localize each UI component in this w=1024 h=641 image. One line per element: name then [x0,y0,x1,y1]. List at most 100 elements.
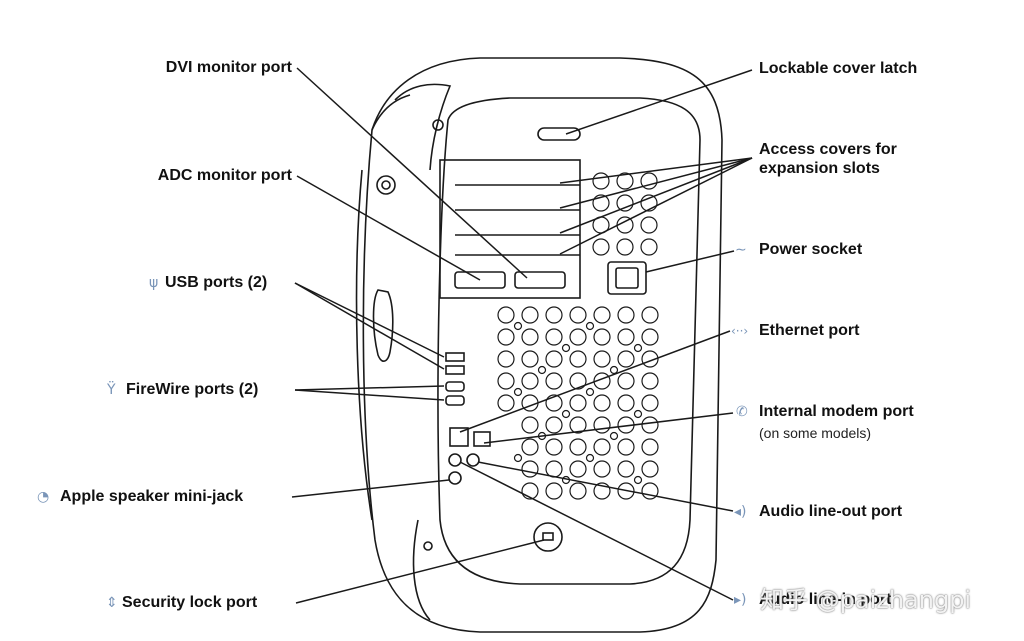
vent-hole [537,365,547,375]
vent-hole [497,394,515,412]
usb-port-1 [445,352,465,362]
vent-hole [593,372,611,390]
vent-hole [545,306,563,324]
access-covers-label-line1: Access covers for [759,141,897,158]
firewire-port-1 [445,381,465,392]
lockable-cover-latch-label: Lockable cover latch [759,60,918,77]
vent-hole [545,350,563,368]
vent-hole [593,438,611,456]
power-socket-body [607,261,647,295]
vent-hole [593,460,611,478]
vent-hole [640,194,658,212]
vent-hole [641,438,659,456]
vent-hole [593,306,611,324]
phone-icon: ✆ [736,404,748,420]
vent-hole [633,409,643,419]
ventilation-holes [497,172,659,500]
vent-hole [545,482,563,500]
vent-hole [641,328,659,346]
vent-hole [593,394,611,412]
vent-hole [593,482,611,500]
expansion-slot-area [439,159,581,299]
vent-hole [617,328,635,346]
vent-hole [585,321,595,331]
vent-hole [569,328,587,346]
vent-hole [593,350,611,368]
vent-hole [585,453,595,463]
firewire-icon: Ÿ [107,382,116,398]
vent-hole [569,394,587,412]
lock-icon: ⇕ [106,595,118,611]
vent-hole [545,372,563,390]
vent-hole [641,394,659,412]
usb-ports-label: USB ports (2) [165,274,268,291]
power-icon: ∼ [735,242,747,258]
usb-icon: ψ [149,275,159,291]
vent-hole [569,460,587,478]
vent-hole [545,394,563,412]
ethernet-jack [449,427,469,447]
vent-hole [592,194,610,212]
firewire-ports-label: FireWire ports (2) [126,381,259,398]
cover-latch [537,127,581,141]
vent-hole [545,328,563,346]
vent-hole [569,482,587,500]
vent-hole [545,416,563,434]
vent-hole [593,328,611,346]
vent-hole [513,453,523,463]
vent-hole [521,416,539,434]
access-covers-label-line2: expansion slots [759,160,880,177]
vent-hole [521,350,539,368]
modem-jack [473,431,491,447]
vent-hole [641,306,659,324]
vent-hole [641,482,659,500]
adc-monitor-port-label: ADC monitor port [157,167,292,184]
back-panel [437,97,701,585]
vent-hole [609,431,619,441]
vent-hole [521,438,539,456]
adc-port [454,271,506,289]
vent-hole [617,460,635,478]
vent-hole [617,394,635,412]
audio-line-out-port-label: Audio line-out port [759,503,903,520]
speaker-jack [448,471,462,485]
vent-hole [641,372,659,390]
vent-hole [641,460,659,478]
vent-hole [561,343,571,353]
left-handle [394,83,452,171]
vent-hole [641,416,659,434]
vent-hole [616,238,634,256]
vent-hole [633,343,643,353]
vent-hole [561,409,571,419]
leader-lines [291,67,753,604]
vent-hole [609,365,619,375]
audio-in-jack [448,453,462,467]
vent-hole [617,482,635,500]
audio-in-icon: ▸) [734,592,747,608]
internal-modem-port-label: Internal modem port [759,403,914,420]
vent-hole [497,350,515,368]
vent-hole [617,306,635,324]
vent-hole [592,172,610,190]
security-lock-port-label: Security lock port [122,594,258,611]
vent-hole [521,306,539,324]
dvi-monitor-port-label: DVI monitor port [165,59,292,76]
vent-hole [640,216,658,234]
vent-hole [569,350,587,368]
vent-hole [641,350,659,368]
vent-hole [617,372,635,390]
audio-out-jack [466,453,480,467]
vent-hole [617,350,635,368]
security-lock [533,522,563,552]
vent-hole [593,416,611,434]
vent-hole [521,372,539,390]
vent-hole [616,172,634,190]
vent-hole [569,372,587,390]
watermark: 知乎 @paizhangpi [760,586,972,614]
vent-hole [640,238,658,256]
case-outline [362,57,723,633]
vent-hole [569,306,587,324]
vent-hole [545,438,563,456]
